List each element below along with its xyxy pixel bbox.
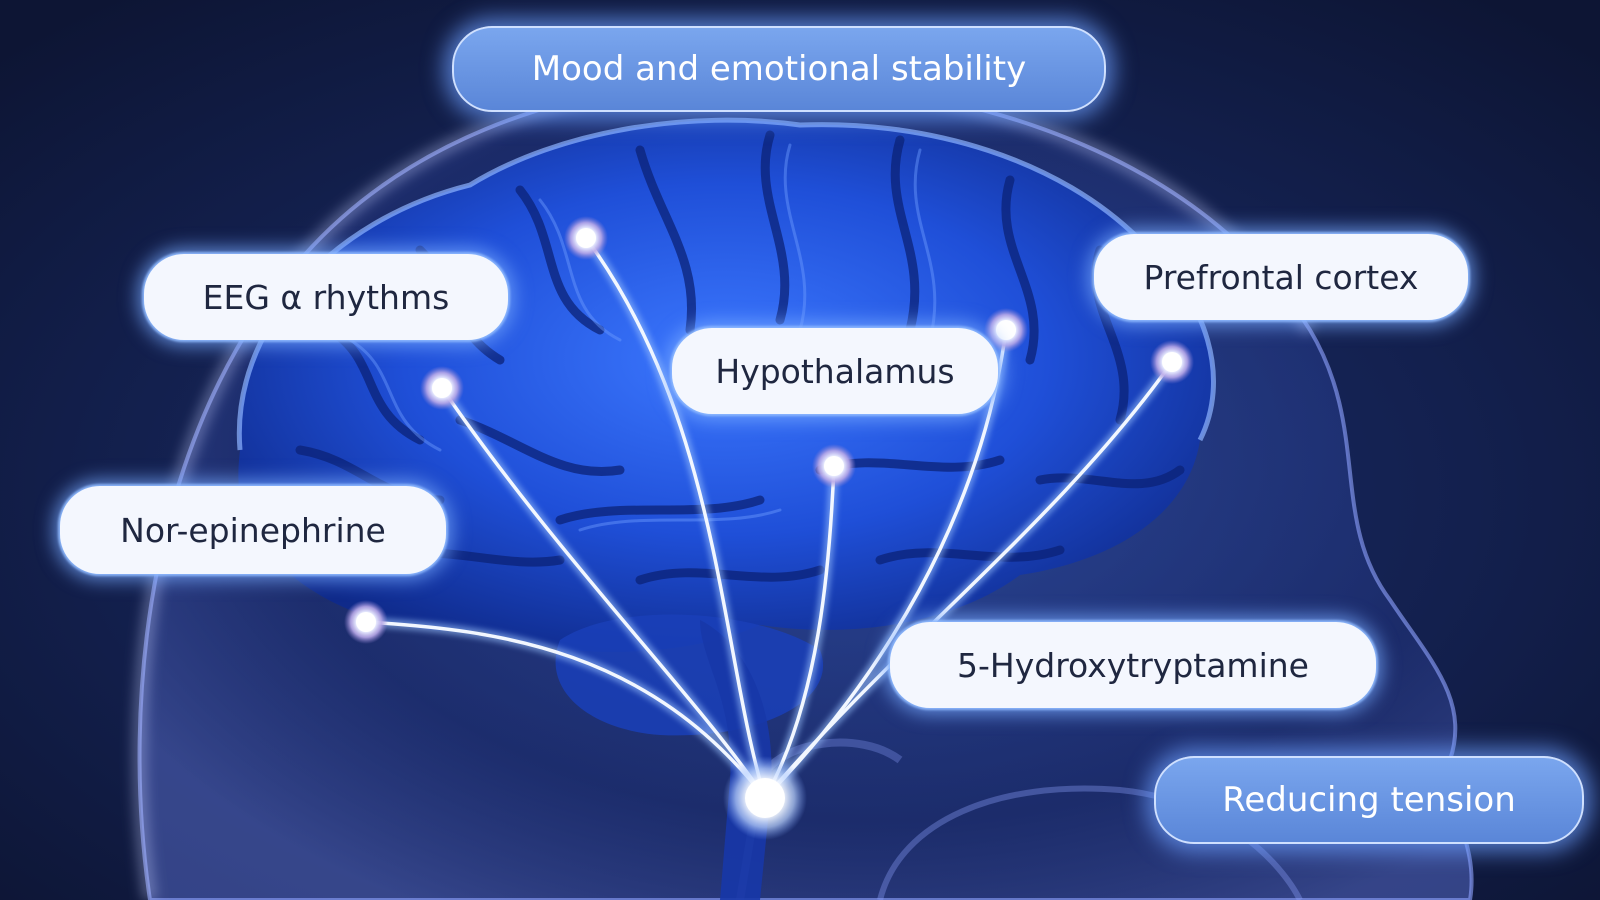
label-norepinephrine: Nor-epinephrine	[60, 486, 446, 574]
line-to-center-node	[763, 464, 836, 800]
line-to-eeg-node	[440, 386, 767, 800]
line-to-norepinephrine-node	[364, 620, 767, 800]
connection-lines	[361, 233, 1177, 803]
label-eeg: EEG α rhythms	[144, 254, 508, 340]
line-to-prefrontal-node-b	[763, 360, 1174, 800]
nodes	[344, 216, 1194, 840]
label-prefrontal: Prefrontal cortex	[1094, 234, 1468, 320]
line-to-upper-node	[584, 236, 767, 800]
label-mood: Mood and emotional stability	[452, 26, 1106, 112]
label-serotonin: 5-Hydroxytryptamine	[890, 622, 1376, 708]
label-hypothalamus: Hypothalamus	[672, 328, 998, 414]
label-tension: Reducing tension	[1154, 756, 1584, 844]
